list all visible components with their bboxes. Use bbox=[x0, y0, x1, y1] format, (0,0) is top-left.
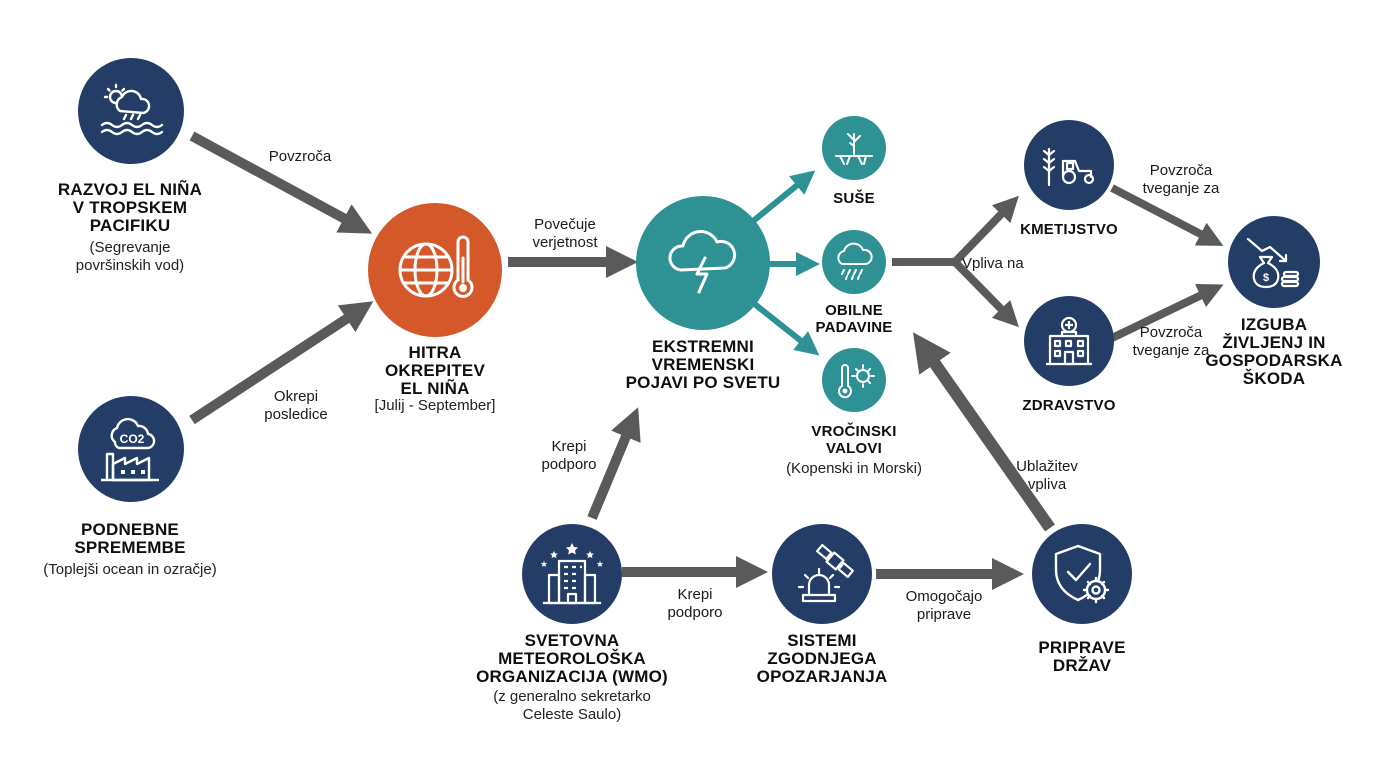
wheat-tractor-icon bbox=[1042, 147, 1095, 187]
edge-label-increases-probability: Povečuje verjetnost bbox=[532, 216, 598, 251]
arrow-el-nino-to-strengthening bbox=[189, 131, 373, 234]
arrow-preparedness-to-impacts bbox=[912, 332, 1055, 532]
thermometer-sun-icon bbox=[838, 364, 875, 399]
el-nino-development-title: Razvoj El Niña v tropskem Pacifiku bbox=[57, 180, 203, 235]
rapid-strengthening-node bbox=[368, 203, 502, 337]
early-warning-node bbox=[772, 524, 872, 624]
edge-label-impact-mitigation: Ublažitev vpliva bbox=[1016, 458, 1078, 493]
droughts-title: Suše bbox=[833, 190, 875, 207]
el-nino-development-subtitle: (Segrevanje površinskih vod) bbox=[75, 239, 185, 274]
svg-text:$: $ bbox=[1263, 272, 1269, 284]
edge-label-risk-agriculture: Povzroča tveganje za bbox=[1142, 162, 1220, 197]
heatwaves-title: Vročinski valovi bbox=[811, 423, 897, 457]
co2-factory-icon: CO2 bbox=[101, 417, 159, 482]
arrow-wmo-to-extreme bbox=[587, 407, 641, 520]
climate-change-title: Podnebne spremembe bbox=[74, 520, 186, 557]
rapid-strengthening-title: Hitra okrepitev El Niña bbox=[384, 343, 486, 398]
agriculture-node bbox=[1024, 120, 1114, 210]
building-stars-icon bbox=[541, 543, 603, 605]
health-node bbox=[1024, 296, 1114, 386]
siren-satellite-icon bbox=[797, 543, 854, 603]
arrow-extreme-to-heatwaves bbox=[750, 299, 820, 356]
arrow-junction-to-agriculture bbox=[952, 195, 1019, 265]
losses-node: $ bbox=[1228, 216, 1320, 308]
edge-label-support-bottom: Krepi podporo bbox=[667, 586, 723, 621]
el-nino-development-node bbox=[78, 58, 184, 164]
extreme-weather-title: Ekstremni vremenski pojavi po svetu bbox=[625, 337, 781, 392]
climate-change-subtitle: (Toplejši ocean in ozračje) bbox=[43, 561, 217, 578]
early-warning-title: Sistemi zgodnjega opozarjanja bbox=[756, 631, 888, 686]
arrow-extreme-to-droughts bbox=[750, 170, 816, 225]
preparedness-title: Priprave držav bbox=[1038, 638, 1126, 675]
edge-label-causes: Povzroča bbox=[268, 148, 332, 165]
cloud-rain-ocean-icon bbox=[100, 83, 164, 136]
preparedness-node bbox=[1032, 524, 1132, 624]
heatwaves-subtitle: (Kopenski in Morski) bbox=[786, 460, 922, 477]
climate-change-node: CO2 bbox=[78, 396, 184, 502]
heavy-rain-title: Obilne padavine bbox=[815, 302, 893, 336]
wmo-subtitle: (z generalno sekretarko Celeste Saulo) bbox=[493, 688, 651, 723]
droughts-node bbox=[822, 116, 886, 180]
losses-title: Izguba življenj in gospodarska škoda bbox=[1205, 315, 1343, 388]
globe-thermometer-icon bbox=[398, 235, 474, 298]
arrow-junction-to-health bbox=[952, 259, 1019, 328]
cracked-earth-icon bbox=[835, 133, 873, 165]
arrow-health-to-losses bbox=[1110, 283, 1224, 342]
hospital-icon bbox=[1046, 316, 1092, 366]
heavy-rain-node bbox=[822, 230, 886, 294]
money-bag-decline-icon: $ bbox=[1246, 237, 1300, 289]
rain-cloud-icon bbox=[837, 242, 873, 280]
wmo-title: Svetovna meteorološka organizacija (WMO) bbox=[476, 631, 668, 686]
heatwaves-node bbox=[822, 348, 886, 412]
edge-label-strengthens-effects: Okrepi posledice bbox=[264, 388, 328, 423]
storm-cloud-lightning-icon bbox=[668, 230, 737, 294]
arrow-agriculture-to-losses bbox=[1110, 184, 1224, 246]
extreme-weather-node bbox=[636, 196, 770, 330]
edge-label-risk-health: Povzroča tveganje za bbox=[1132, 324, 1210, 359]
agriculture-title: Kmetijstvo bbox=[1020, 221, 1118, 238]
edge-label-support-top: Krepi podporo bbox=[541, 438, 597, 473]
wmo-node bbox=[522, 524, 622, 624]
arrow-climate-to-strengthening bbox=[189, 301, 374, 425]
rapid-strengthening-subtitle: [Julij - September] bbox=[374, 397, 496, 414]
health-title: Zdravstvo bbox=[1022, 397, 1116, 414]
svg-text:CO2: CO2 bbox=[120, 432, 145, 446]
edge-label-enables-preparation: Omogočajo priprave bbox=[905, 588, 983, 623]
edge-label-affects: Vpliva na bbox=[962, 255, 1024, 272]
shield-gear-icon bbox=[1054, 544, 1110, 604]
